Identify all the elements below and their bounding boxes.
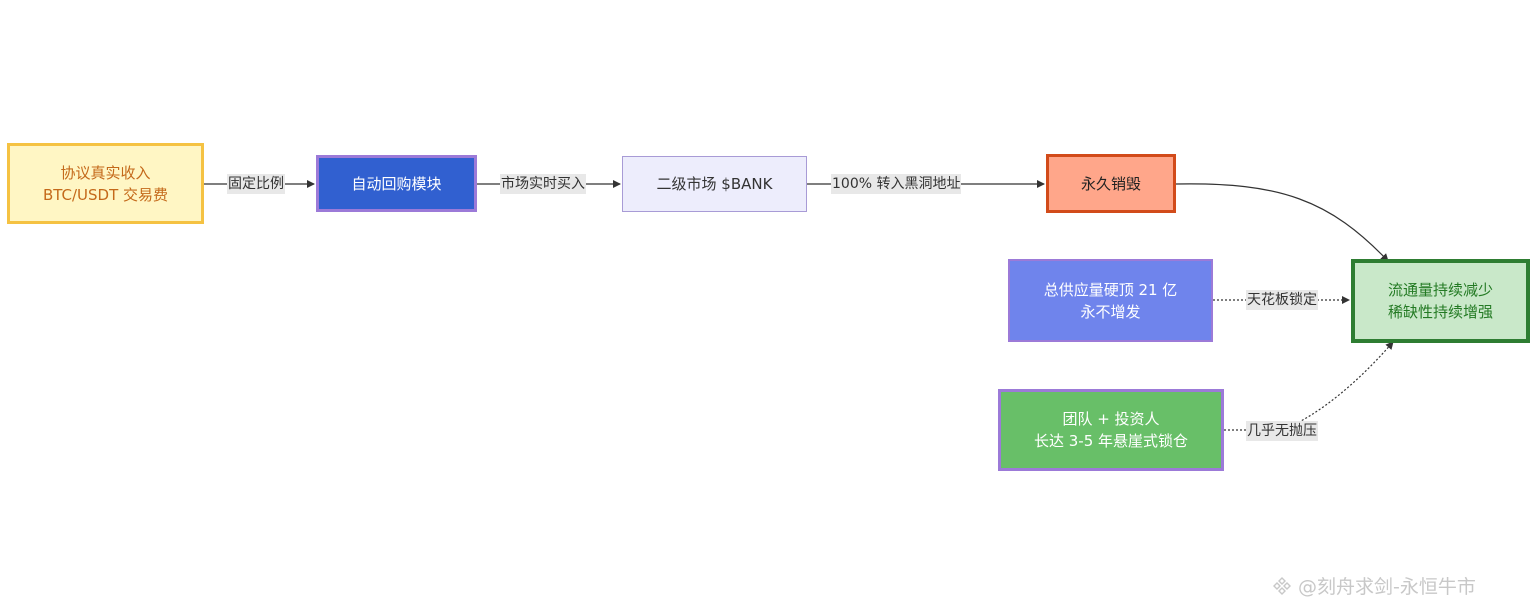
edge-label-blackhole: 100% 转入黑洞地址	[831, 174, 962, 194]
edge-team-to-circulation	[1224, 341, 1394, 431]
edge-label-fixed-ratio: 固定比例	[227, 174, 285, 194]
node-circulation-scarcity: 流通量持续减少 稀缺性持续增强	[1351, 259, 1530, 343]
node-circulation-scarcity-line1: 流通量持续减少	[1387, 281, 1493, 299]
binance-diamond-icon	[1273, 576, 1291, 595]
node-protocol-revenue-line1: 协议真实收入	[60, 163, 151, 182]
edge-burn-to-circulation	[1175, 183, 1389, 262]
watermark: @刻舟求剑-永恒牛市	[1272, 572, 1476, 599]
edge-label-no-sell-pressure: 几乎无抛压	[1246, 421, 1318, 441]
node-team-investors-line2: 长达 3-5 年悬崖式锁仓	[1033, 432, 1189, 450]
node-supply-cap-line1: 总供应量硬顶 21 亿	[1043, 280, 1178, 299]
node-supply-cap-line2: 永不增发	[1080, 302, 1141, 321]
node-auto-buyback: 自动回购模块	[316, 155, 477, 212]
edge-label-market-buy: 市场实时买入	[500, 174, 586, 194]
node-protocol-revenue: 协议真实收入 BTC/USDT 交易费	[7, 143, 204, 224]
node-secondary-market-label: 二级市场 $BANK	[656, 175, 773, 193]
node-supply-cap: 总供应量硬顶 21 亿 永不增发	[1008, 259, 1213, 342]
node-team-investors-line1: 团队 + 投资人	[1062, 410, 1160, 428]
node-protocol-revenue-line2: BTC/USDT 交易费	[42, 185, 169, 204]
watermark-text: @刻舟求剑-永恒牛市	[1298, 576, 1476, 598]
node-circulation-scarcity-line2: 稀缺性持续增强	[1387, 303, 1493, 321]
node-permanent-burn: 永久销毁	[1046, 154, 1176, 213]
node-auto-buyback-label: 自动回购模块	[351, 174, 442, 193]
edge-label-ceiling-lock: 天花板锁定	[1246, 290, 1318, 310]
node-permanent-burn-label: 永久销毁	[1080, 174, 1141, 193]
node-team-investors: 团队 + 投资人 长达 3-5 年悬崖式锁仓	[998, 389, 1224, 471]
node-secondary-market: 二级市场 $BANK	[622, 156, 807, 212]
